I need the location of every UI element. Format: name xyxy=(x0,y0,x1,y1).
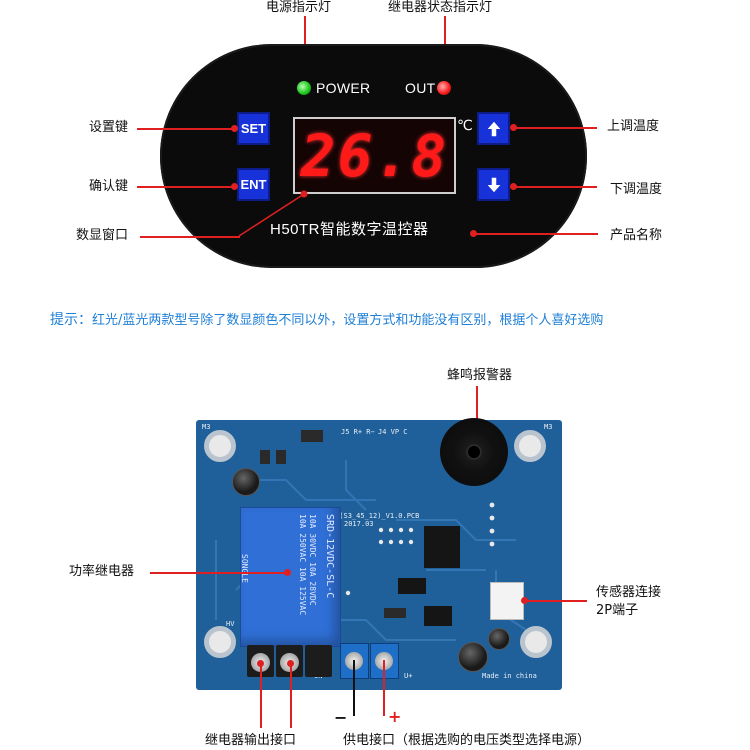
temperature-value: 26.8 xyxy=(300,121,449,190)
window-leader-diagonal xyxy=(238,190,308,237)
power-text: POWER xyxy=(316,80,371,96)
relay-output-terminal-3 xyxy=(305,645,332,677)
relay-spec-2: 10A 30VDC 10A 28VDC xyxy=(308,514,317,606)
ent-button[interactable]: ENT xyxy=(237,168,270,201)
mount-hole-bottom-left xyxy=(204,626,236,658)
out-text: OUT xyxy=(405,80,436,96)
relay-out-leader-2 xyxy=(290,664,292,728)
power-relay: SONGLE 10A 250VAC 10A 125VAC 10A 30VDC 1… xyxy=(240,507,341,647)
buzzer-leader xyxy=(476,386,478,422)
product-leader xyxy=(474,233,598,235)
set-leader-dot xyxy=(231,125,238,132)
tip-line: 提示：红光/蓝光两款型号除了数显颜色不同以外，设置方式和功能没有区别，根据个人喜… xyxy=(50,309,603,329)
silk-j4: J4 VP C xyxy=(378,428,408,436)
smd-top-2 xyxy=(276,450,286,464)
display-window-label: 数显窗口 xyxy=(76,228,129,243)
relay-out-dot-2 xyxy=(287,660,294,667)
down-button[interactable] xyxy=(477,168,510,201)
power-led-icon xyxy=(297,81,311,95)
buzzer-label: 蜂鸣报警器 xyxy=(447,368,513,383)
arrow-up-icon xyxy=(487,121,500,136)
mount-hole-top-left xyxy=(204,430,236,462)
smd-top-1 xyxy=(260,450,270,464)
ent-leader xyxy=(137,186,235,188)
relay-label: 功率继电器 xyxy=(69,564,135,579)
relay-out-dot-1 xyxy=(257,660,264,667)
up-button[interactable] xyxy=(477,112,510,145)
silk-date: 2017.03 xyxy=(344,520,374,528)
set-key-label: 设置键 xyxy=(89,120,129,135)
smd-top-3 xyxy=(301,430,323,442)
electrolytic-cap-small xyxy=(488,628,510,650)
minus-sign: − xyxy=(334,708,348,727)
ent-leader-dot xyxy=(231,183,238,190)
buzzer xyxy=(440,418,508,486)
product-name-label: 产品名称 xyxy=(610,228,663,243)
sensor-leader xyxy=(525,600,587,602)
up-leader xyxy=(513,127,597,129)
down-leader xyxy=(513,186,597,188)
ent-key-label: 确认键 xyxy=(89,179,129,194)
silk-j5: J5 R+ R− xyxy=(341,428,375,436)
tip-body: 红光/蓝光两款型号除了数显颜色不同以外，设置方式和功能没有区别，根据个人喜好选购 xyxy=(92,313,604,328)
sensor-2p-connector xyxy=(490,582,524,620)
digital-display: 26.8 xyxy=(293,117,456,194)
relay-spec-1: 10A 250VAC 10A 125VAC xyxy=(298,514,307,616)
power-terminal-minus xyxy=(340,643,369,679)
silk-pcb: H50UTR(S3_45_12)_V1.0.PCB xyxy=(314,512,420,520)
sensor-leader-dot xyxy=(521,597,528,604)
power-plus-leader xyxy=(383,660,385,716)
relay-out-leader-1 xyxy=(260,664,262,728)
diode xyxy=(384,608,406,618)
silk-made: Made in china xyxy=(482,672,537,680)
relay-brand: SONGLE xyxy=(240,554,249,583)
driver-ic xyxy=(424,526,460,568)
set-button[interactable]: SET xyxy=(237,112,270,145)
mount-hole-bottom-right xyxy=(520,626,552,658)
silk-m3-right: M3 xyxy=(544,423,553,431)
down-temp-label: 下调温度 xyxy=(610,182,663,197)
arrow-down-icon xyxy=(487,177,500,192)
plus-sign: + xyxy=(388,707,402,726)
power-supply-label: 供电接口（根据选购的电压类型选择电源） xyxy=(343,733,591,748)
silk-m3-left: M3 xyxy=(202,423,211,431)
window-leader xyxy=(140,236,240,238)
sensor-label-2: 2P端子 xyxy=(596,603,639,618)
out-led-icon xyxy=(437,81,451,95)
electrolytic-cap-left xyxy=(232,468,260,496)
relay-model: SRD-12VDC-SL-C xyxy=(324,514,335,599)
model-name: H50TR智能数字温控器 xyxy=(270,221,429,238)
relay-output-label: 继电器输出接口 xyxy=(205,733,297,748)
celsius-unit: ℃ xyxy=(457,118,473,134)
relay-leader-dot xyxy=(284,569,291,576)
set-leader xyxy=(137,128,235,130)
power-terminal-plus xyxy=(370,643,399,679)
power-indicator-label: 电源指示灯 xyxy=(266,0,332,15)
up-temp-label: 上调温度 xyxy=(607,119,660,134)
regulator-chip xyxy=(424,606,452,626)
silk-u: U+ xyxy=(404,672,413,680)
mount-hole-top-right xyxy=(514,430,546,462)
relay-indicator-label: 继电器状态指示灯 xyxy=(388,0,493,15)
sensor-label-1: 传感器连接 xyxy=(596,585,662,600)
relay-leader xyxy=(150,572,286,574)
product-leader-dot xyxy=(470,230,477,237)
small-ic xyxy=(398,578,426,594)
electrolytic-cap-bottom xyxy=(458,642,488,672)
silk-hv: HV xyxy=(226,620,235,628)
power-minus-leader xyxy=(353,660,355,716)
tip-head: 提示： xyxy=(50,312,92,328)
